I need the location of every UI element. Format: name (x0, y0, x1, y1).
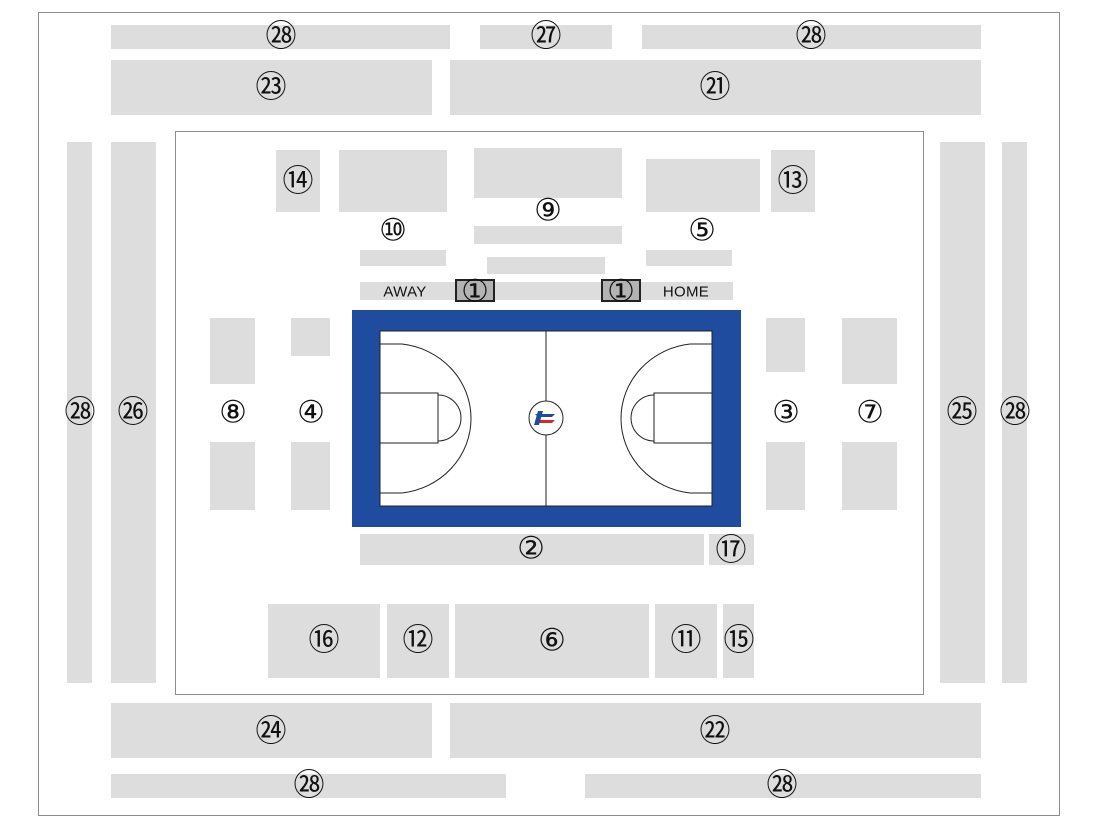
zone-24 (111, 703, 432, 758)
zone-9-strip (474, 226, 622, 244)
zone-28-top-left (111, 25, 450, 49)
court-logo-icon (534, 411, 555, 425)
label-24: ㉔ (255, 713, 287, 750)
zone-28-left (67, 142, 92, 683)
zone-17 (709, 534, 754, 565)
label-2: ② (517, 530, 545, 567)
zone-7-upper (842, 318, 897, 384)
label-28-top-right: ㉘ (795, 18, 827, 55)
center-circle (528, 400, 564, 436)
label-6: ⑥ (538, 622, 566, 659)
zone-26 (111, 142, 156, 683)
zone-12 (387, 604, 449, 678)
zone-22 (450, 703, 981, 758)
zone-28-right (1002, 142, 1027, 683)
floor-area-boundary (175, 131, 924, 695)
home-bench-box (601, 279, 641, 302)
label-1-home: ① (607, 273, 635, 310)
basketball-court (352, 310, 741, 527)
label-9: ⑨ (534, 192, 562, 229)
label-27: ㉗ (530, 18, 562, 55)
zone-9-block (474, 148, 622, 198)
right-free-throw-arc (630, 394, 655, 442)
zone-8-upper (210, 318, 255, 384)
label-26: ㉖ (117, 394, 149, 431)
away-label: AWAY (383, 283, 427, 301)
zone-10-strip (360, 250, 446, 266)
zone-9-table (487, 257, 605, 274)
zone-3-lower (766, 442, 805, 510)
label-23: ㉓ (255, 69, 287, 106)
label-14: ⑭ (282, 163, 314, 200)
right-key (653, 392, 713, 444)
label-28-bottom-right: ㉘ (766, 767, 798, 804)
label-1-away: ① (461, 273, 489, 310)
zone-25 (940, 142, 985, 683)
label-25: ㉕ (946, 394, 978, 431)
left-free-throw-arc (437, 394, 462, 442)
zone-8-lower (210, 442, 255, 510)
zone-3-upper (766, 318, 805, 372)
zone-23 (111, 60, 432, 115)
venue-outer-boundary (38, 12, 1060, 816)
label-4: ④ (297, 394, 325, 431)
zone-13 (771, 150, 815, 212)
label-17: ⑰ (715, 532, 747, 569)
label-28-left: ㉘ (64, 394, 96, 431)
label-8: ⑧ (219, 394, 247, 431)
label-13: ⑬ (777, 163, 809, 200)
zone-21 (450, 60, 981, 115)
zone-7-lower (842, 442, 897, 510)
label-28-right: ㉘ (999, 394, 1031, 431)
zone-4-lower (291, 442, 330, 510)
zone-6 (455, 604, 649, 678)
left-three-point-line (380, 343, 472, 494)
label-11: ⑪ (670, 622, 702, 659)
label-16: ⑯ (308, 622, 340, 659)
zone-2 (360, 534, 704, 565)
zone-4-upper (291, 318, 330, 356)
zone-11 (655, 604, 717, 678)
label-12: ⑫ (402, 622, 434, 659)
label-15: ⑮ (723, 622, 755, 659)
zone-10-block (339, 150, 447, 212)
label-21: ㉑ (699, 69, 731, 106)
label-10: ⑩ (379, 212, 407, 249)
zone-5-strip (646, 250, 732, 266)
label-7: ⑦ (856, 394, 884, 431)
zone-16 (268, 604, 380, 678)
label-5: ⑤ (688, 212, 716, 249)
away-bench-box (455, 279, 495, 302)
home-label: HOME (662, 283, 710, 301)
zone-14 (276, 150, 320, 212)
label-28-top-left: ㉘ (265, 18, 297, 55)
zone-28-bottom-left (111, 774, 506, 798)
zone-15 (723, 604, 754, 678)
label-28-bottom-left: ㉘ (293, 767, 325, 804)
zone-28-bottom-right (585, 774, 981, 798)
label-22: ㉒ (699, 713, 731, 750)
zone-28-top-right (642, 25, 981, 49)
right-three-point-line (620, 343, 712, 494)
zone-5-block (646, 159, 760, 212)
label-3: ③ (772, 394, 800, 431)
zone-27 (480, 25, 612, 49)
